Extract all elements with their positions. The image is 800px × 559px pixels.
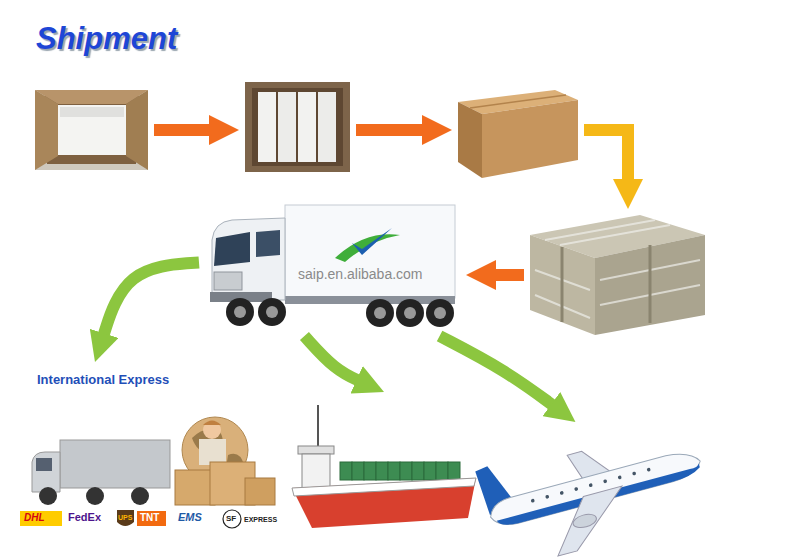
courier-logo: UPS (118, 514, 132, 521)
packing-photo (35, 90, 148, 170)
packed-box-photo (245, 82, 350, 172)
courier-logo: EMS (178, 512, 202, 523)
flow-arrow (304, 336, 362, 382)
courier-logo: DHL (24, 513, 45, 523)
cargo-ship (292, 405, 476, 528)
express-picture (20, 417, 275, 528)
closed-box (458, 90, 578, 178)
open-box-photo (35, 90, 148, 170)
truck (205, 200, 460, 330)
airplane (475, 413, 715, 559)
flow-arrow (440, 336, 557, 408)
group-heading: International Express (37, 372, 169, 388)
courier-logo: FedEx (68, 512, 101, 523)
watermark: saip.en.alibaba.com (298, 267, 423, 281)
packed-box-photo (245, 82, 350, 172)
courier-logo: SF (226, 515, 236, 523)
wrapped-box (530, 215, 705, 335)
airplane (480, 428, 702, 548)
courier-logo: TNT (140, 513, 159, 523)
flow-arrow (490, 269, 524, 281)
closed-box (458, 90, 578, 178)
wrapped-box (530, 215, 705, 335)
courier-logo: EXPRESS (244, 516, 277, 523)
flow-arrow (102, 262, 199, 339)
flow-arrow (154, 124, 215, 136)
diagram-title: Shipment (36, 22, 177, 56)
flow-arrow (356, 124, 428, 136)
cargo-ship (290, 398, 478, 533)
truck (210, 205, 455, 327)
flow-arrow (584, 130, 628, 185)
